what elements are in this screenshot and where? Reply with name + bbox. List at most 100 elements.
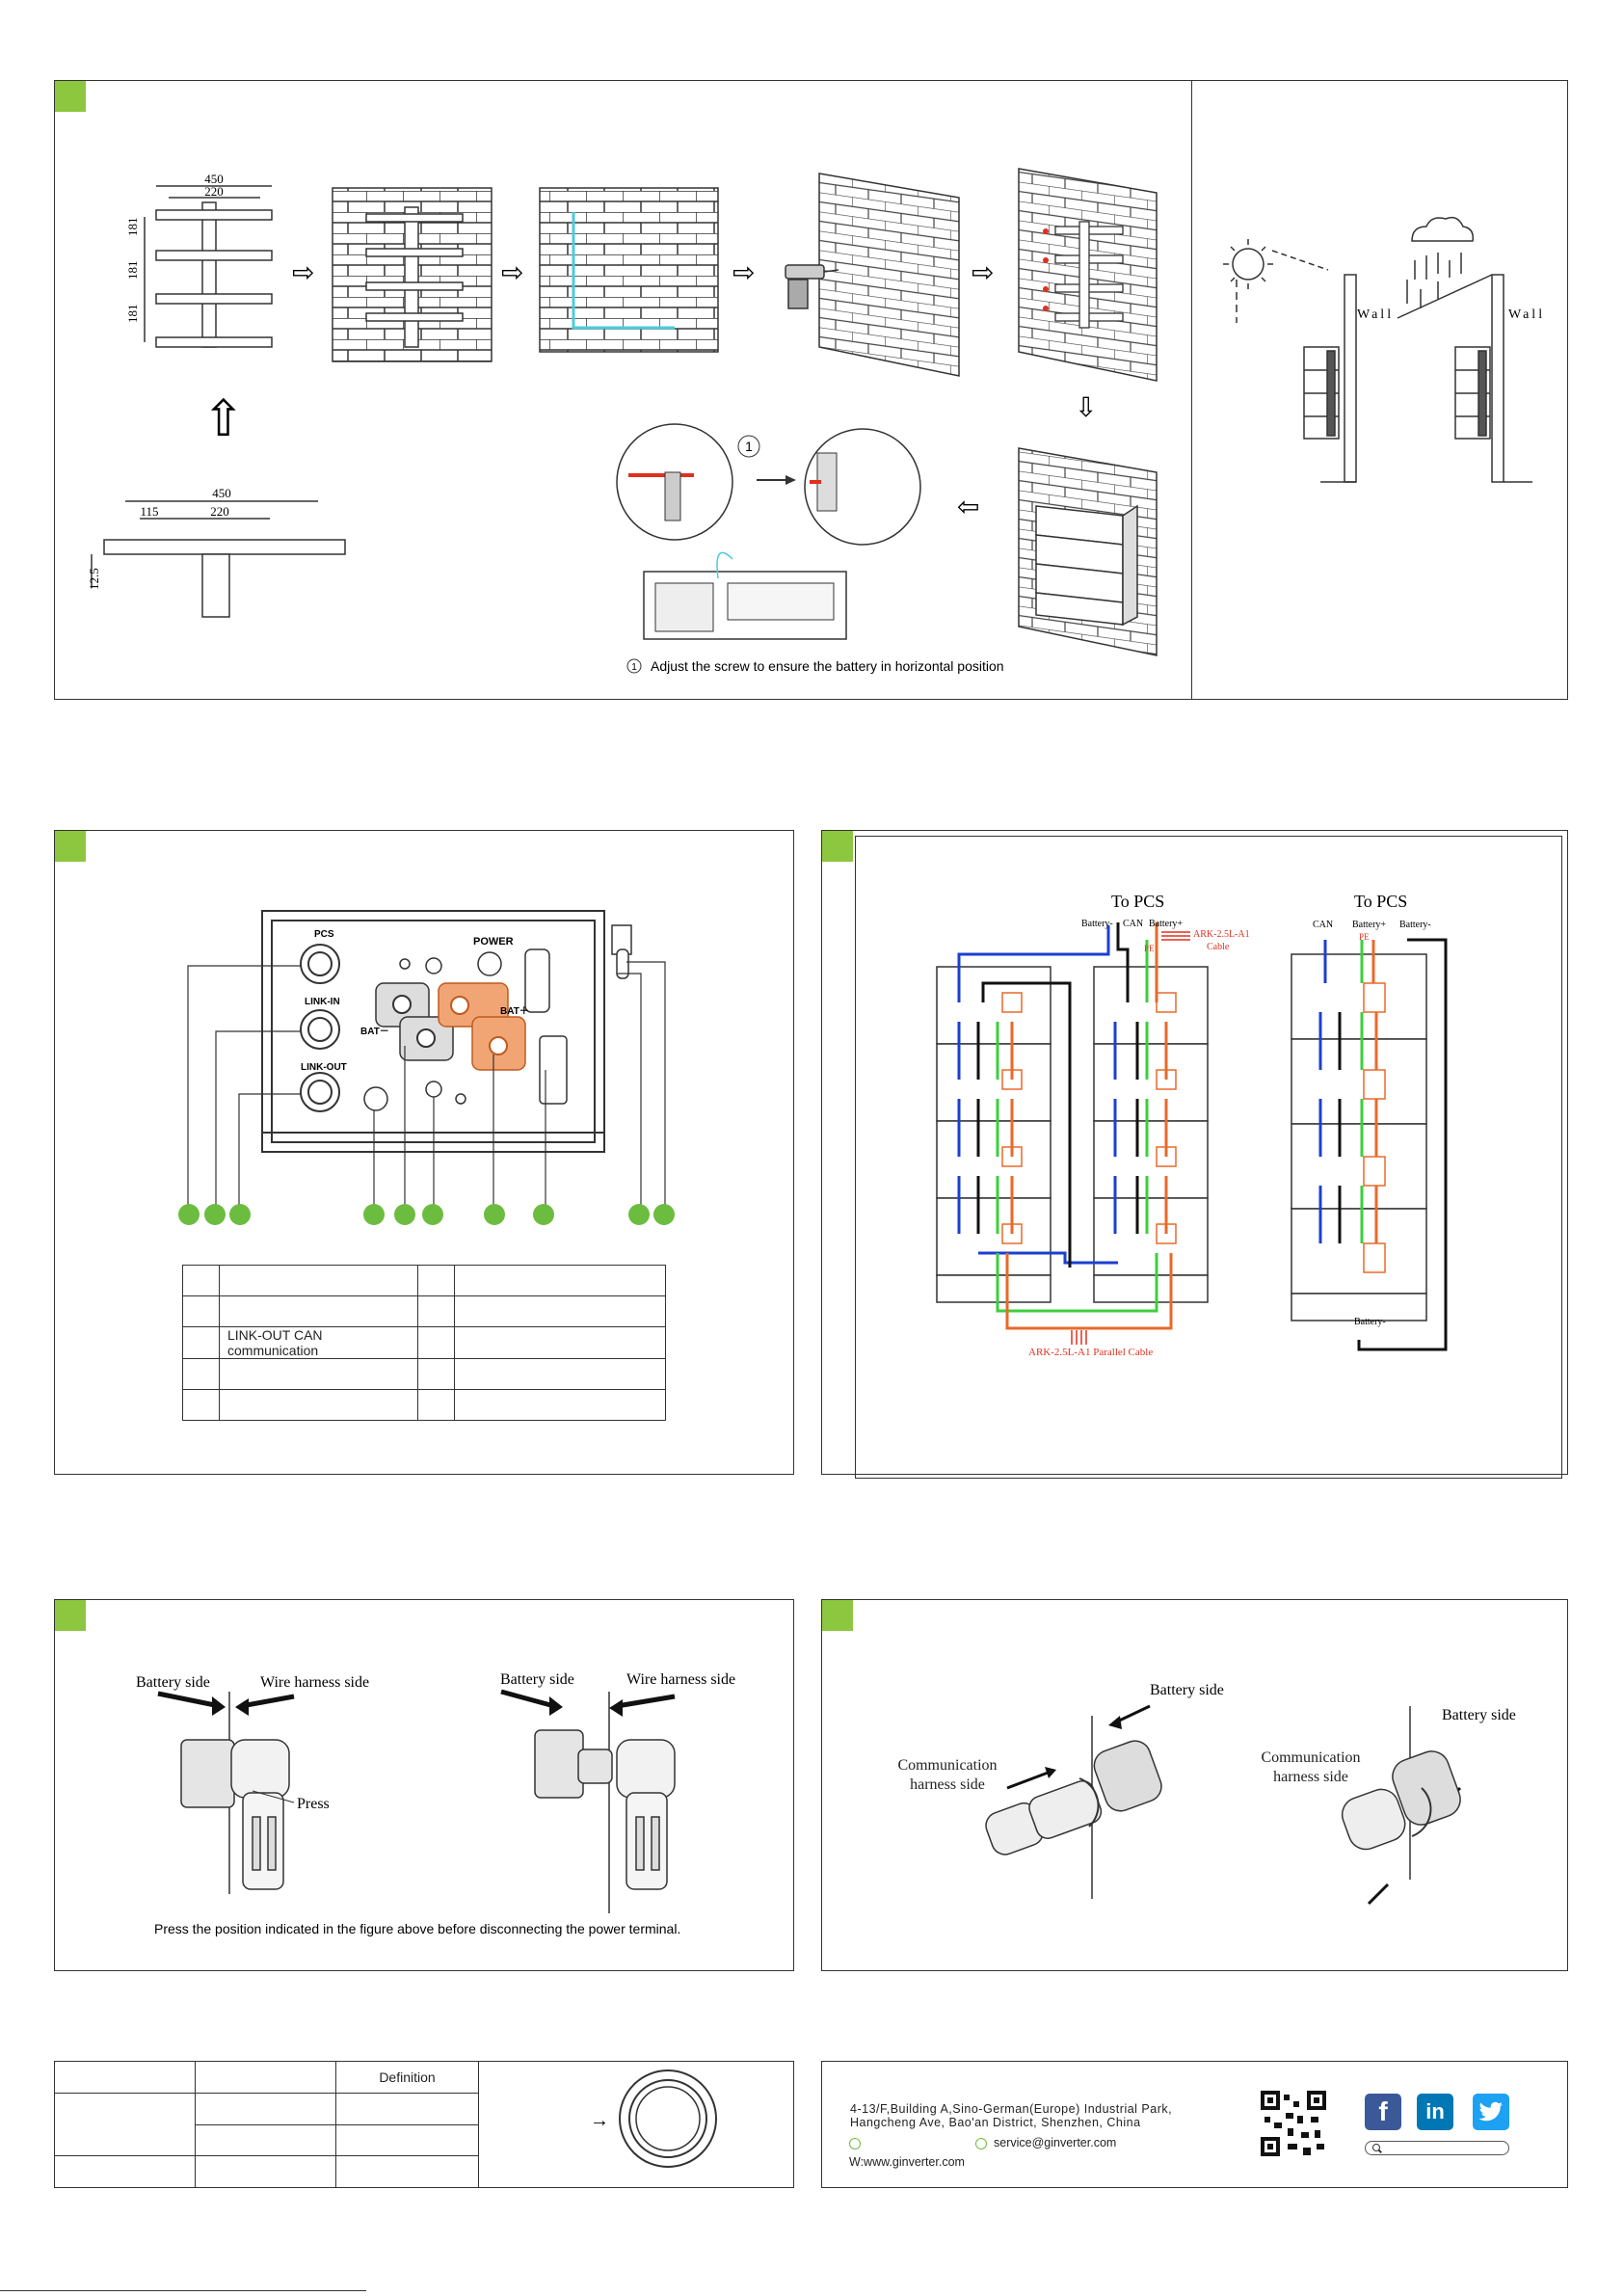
- installation-drawings: 450 220 181 181 181 ⇨ ⇨ ⇨ ⇨ ⇩ ⇦ ⇧: [87, 168, 1545, 674]
- label-r-battery-minus: Battery-: [1399, 920, 1431, 930]
- link-in-port: [300, 1009, 340, 1050]
- wall-label-left: Wall: [1357, 307, 1394, 322]
- link-out-port: [300, 1072, 340, 1112]
- pcs-label: PCS: [314, 929, 334, 940]
- to-pcs-left: To PCS: [1111, 892, 1164, 911]
- pcs-port: [300, 944, 340, 984]
- dim-12-5: 12.5: [87, 568, 101, 590]
- email-icon: [975, 2138, 987, 2149]
- power-label: POWER: [473, 936, 514, 948]
- definition-header: Definition: [335, 2061, 479, 2094]
- table-row: [54, 2092, 479, 2157]
- comm-connector-left: [985, 1740, 1162, 1855]
- section-tab: [822, 831, 853, 862]
- port-table: LINK-OUT CAN communication: [182, 1265, 666, 1421]
- website-link[interactable]: W:www.ginverter.com: [849, 2155, 965, 2169]
- search-icon: [1372, 2144, 1380, 2151]
- arrow-3: ⇨: [732, 257, 755, 287]
- wiring-diagram: To PCS To PCS Battery- CAN Battery+ ARK-…: [936, 892, 1448, 1358]
- twitter-icon[interactable]: [1473, 2094, 1509, 2130]
- step-note-number: 1: [631, 662, 637, 673]
- step-number: 1: [745, 439, 753, 454]
- section-tab: [55, 831, 86, 862]
- label-pe: PE: [1144, 944, 1155, 953]
- table-row: [182, 1295, 666, 1327]
- table-row: [182, 1265, 666, 1296]
- comm-terminal-drawing: Battery side Battery side: [985, 1682, 1516, 1906]
- dim-220-top: 220: [204, 184, 224, 199]
- weather-panel: [1191, 80, 1568, 700]
- bat-pos-terminal: [438, 982, 526, 1071]
- callout-dot-7: [484, 1204, 505, 1225]
- power-terminal-drawing: Battery side Wire harness side Press Bat…: [136, 1671, 735, 1936]
- label-r-can: CAN: [1313, 920, 1333, 930]
- arrow-4: ⇨: [972, 257, 994, 287]
- table-row: Definition: [54, 2061, 479, 2094]
- arrow-1: ⇨: [292, 257, 314, 287]
- dim-181-b: 181: [125, 261, 140, 280]
- callout-dot-5: [394, 1204, 415, 1225]
- section-tab: [55, 81, 86, 112]
- wall-2: [539, 187, 719, 353]
- callout-dot-6: [422, 1204, 443, 1225]
- connector-arrow: →: [590, 2110, 609, 2131]
- email-link[interactable]: service@ginverter.com: [994, 2136, 1117, 2149]
- section-tab: [55, 1600, 86, 1631]
- address-line-1: 4-13/F,Building A,Sino-German(Europe) In…: [850, 2102, 1173, 2116]
- installation-panel: [54, 80, 1192, 700]
- bracket-stack: [144, 185, 273, 348]
- table-row: [182, 1358, 666, 1390]
- callout-dot-9: [628, 1204, 650, 1225]
- callout-dot-4: [363, 1204, 385, 1225]
- pt-battery-side-left: Battery side: [136, 1674, 210, 1691]
- linkedin-icon[interactable]: in: [1417, 2094, 1453, 2130]
- pt-battery-side-right: Battery side: [500, 1671, 574, 1688]
- ports-drawing: PCS LINK-IN LINK-OUT POWER BAT－ BAT＋: [187, 910, 666, 1216]
- wall-label-right: Wall: [1508, 307, 1545, 322]
- wall-3: [818, 173, 960, 377]
- dim-181-c: 181: [125, 305, 140, 324]
- connector-left: [180, 1739, 290, 1890]
- pt-press-label: Press: [297, 1796, 330, 1812]
- bat-neg-terminal: [375, 982, 454, 1061]
- label-ark-cable: ARK-2.5L-A1: [1193, 929, 1250, 940]
- label-r-bottom: Battery-: [1354, 1317, 1386, 1327]
- wiring-inner-frame: [855, 836, 1562, 1479]
- comm-connector-right: [1341, 1750, 1461, 1851]
- bat-pos-label: BAT＋: [500, 1005, 529, 1017]
- facebook-icon[interactable]: f: [1365, 2094, 1401, 2130]
- wall-right-drawing: [1397, 274, 1532, 483]
- definition-table: Definition: [54, 2061, 479, 2188]
- table-row: [55, 2123, 479, 2157]
- ct-battery-side-2: Battery side: [1442, 1707, 1516, 1723]
- table-row: [54, 2155, 479, 2188]
- label-r-pe: PE: [1359, 932, 1370, 942]
- connector-right: [534, 1729, 676, 1890]
- qr-code-icon: [1261, 2091, 1326, 2156]
- label-cable: Cable: [1207, 942, 1230, 952]
- label-battery-plus: Battery+: [1149, 919, 1183, 929]
- pt-wire-harness-left: Wire harness side: [260, 1674, 369, 1691]
- wall-left-drawing: [1303, 274, 1357, 483]
- dim-450-bottom: 450: [212, 486, 231, 500]
- sun-icon: [1223, 239, 1329, 323]
- section-tab: [822, 1600, 853, 1631]
- link-out-label: LINK-OUT: [301, 1062, 347, 1073]
- rain-cloud-icon: [1406, 216, 1475, 308]
- ct-harness-side-1: Communication harness side: [897, 1757, 998, 1793]
- arrow-5: ⇩: [1075, 392, 1097, 422]
- bat-neg-label: BAT－: [360, 1027, 389, 1037]
- callout-dot-8: [533, 1204, 554, 1225]
- step-circle: [737, 435, 760, 458]
- table-row: LINK-OUT CAN communication: [182, 1326, 666, 1359]
- dim-450-top: 450: [204, 172, 224, 186]
- arrow-6: ⇦: [957, 492, 979, 521]
- dim-115: 115: [140, 504, 158, 519]
- label-parallel-cable: ARK-2.5L-A1 Parallel Cable: [1028, 1347, 1153, 1358]
- callout-dot-2: [204, 1204, 226, 1225]
- connector-face-drawing: →: [590, 2069, 717, 2168]
- search-box[interactable]: [1365, 2141, 1509, 2155]
- bottom-rule: [0, 2290, 366, 2291]
- label-battery-minus: Battery-: [1081, 919, 1113, 929]
- pt-note: Press the position indicated in the figu…: [154, 1921, 680, 1936]
